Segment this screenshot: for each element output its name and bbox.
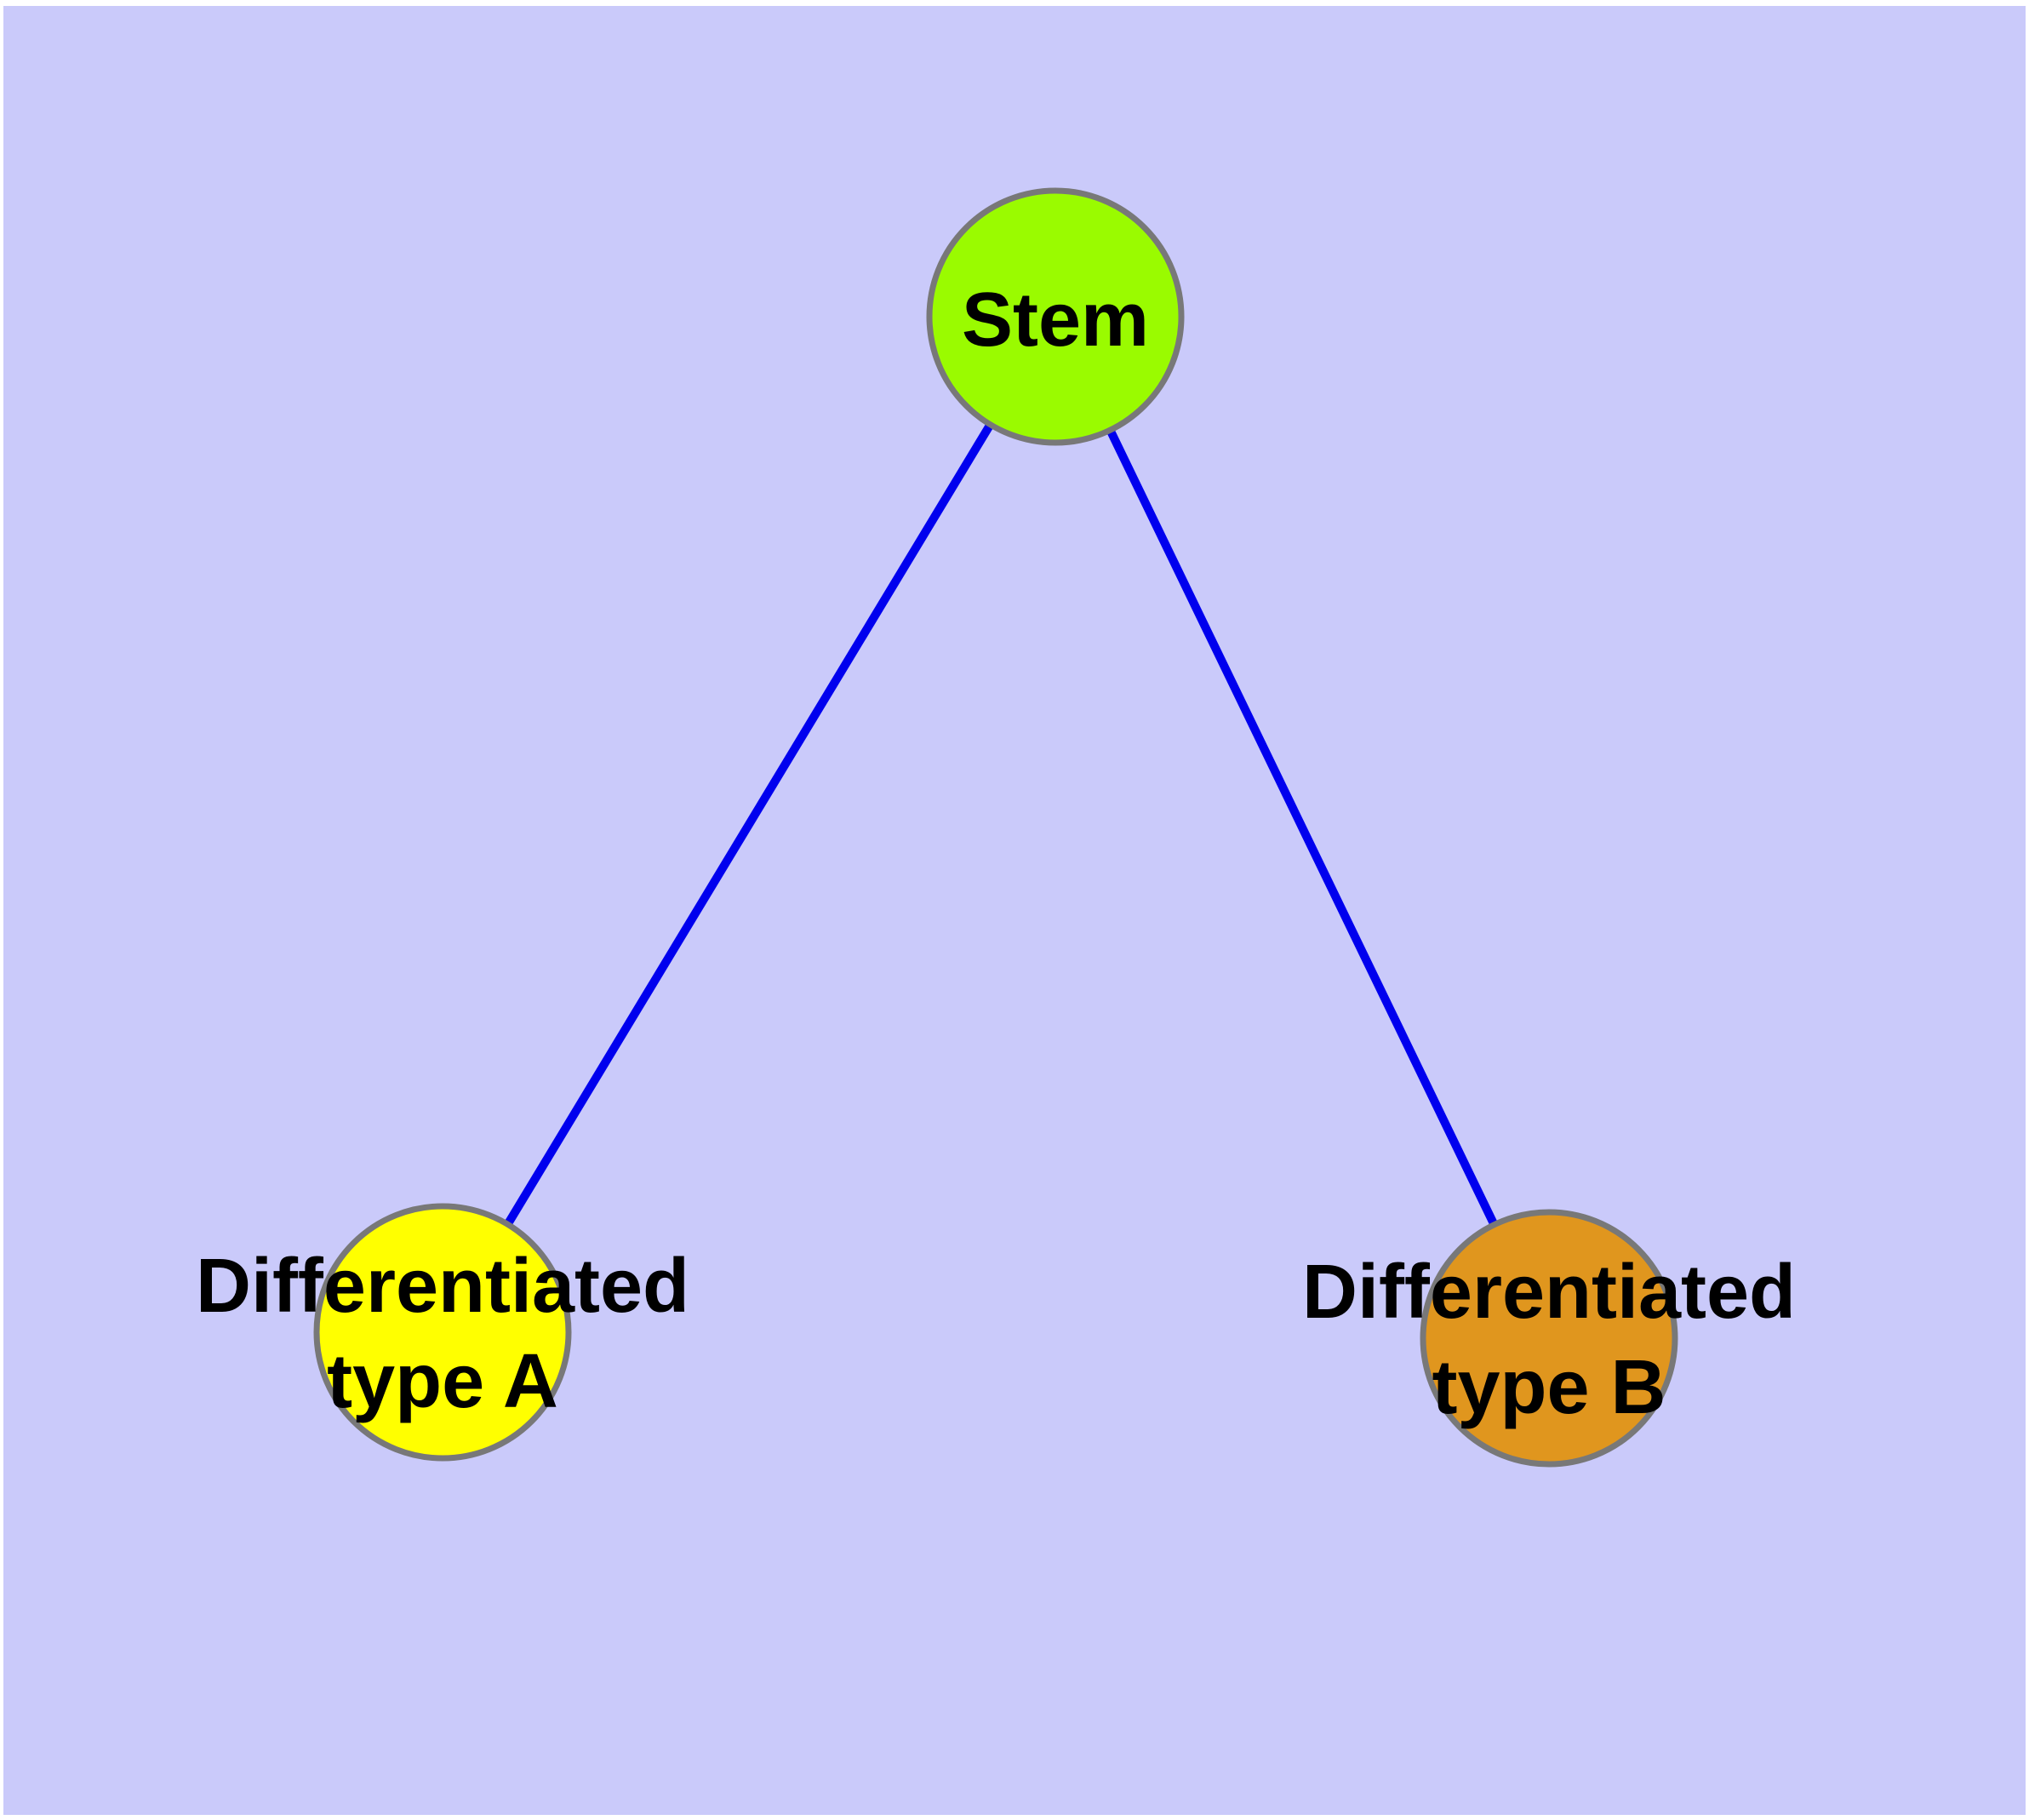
- node-type-b-label-line1: Differentiated: [1302, 1250, 1796, 1335]
- node-type-a-circle: [313, 1203, 572, 1462]
- node-type-b-circle: [1420, 1209, 1678, 1468]
- node-stem-circle: [926, 187, 1185, 446]
- node-stem-label: Stem: [962, 278, 1149, 363]
- edge-stem-to-type-a: [438, 314, 1060, 1335]
- node-type-b-label-line2: type B: [1432, 1345, 1666, 1430]
- node-type-a-label-line1: Differentiated: [196, 1244, 689, 1329]
- edge-stem-to-type-b: [1051, 314, 1553, 1341]
- node-type-a-label-line2: type A: [327, 1339, 558, 1424]
